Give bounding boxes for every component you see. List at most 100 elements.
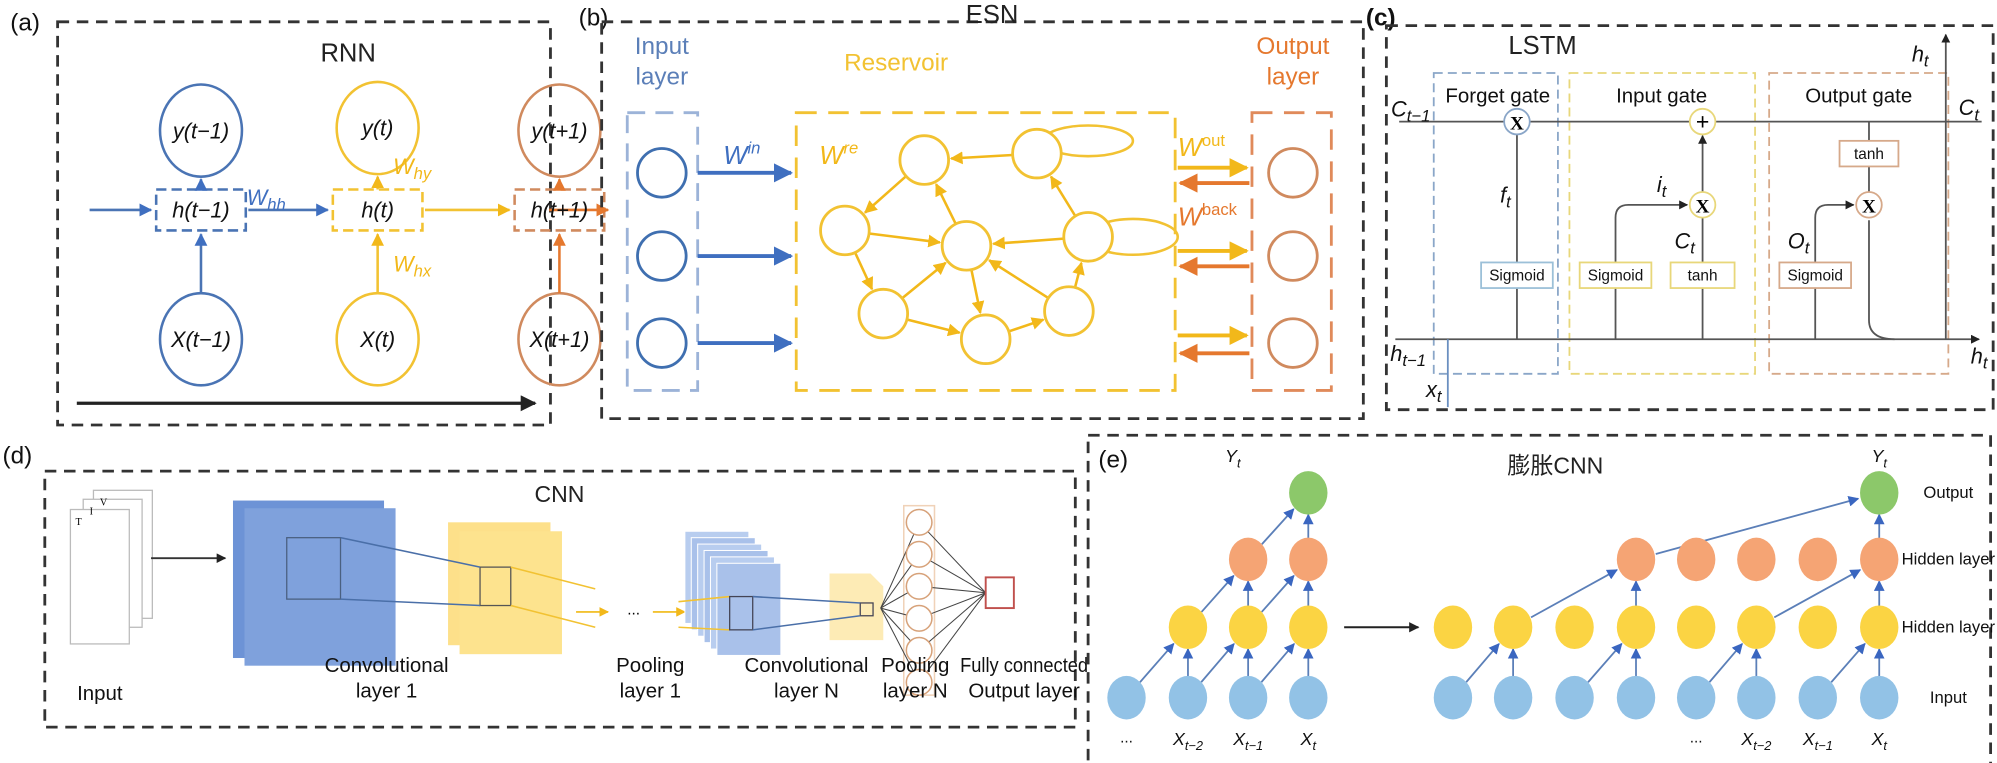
page-label: T <box>76 517 83 528</box>
multiply-op <box>1688 191 1717 219</box>
weight-wback: Wback <box>1178 200 1238 231</box>
input-label: X(t) <box>359 327 395 352</box>
input-node <box>1860 675 1899 720</box>
panel-frame <box>1086 433 1993 763</box>
dilated-network <box>1107 471 1899 720</box>
output-node <box>335 80 420 176</box>
forget-gate-box <box>1432 72 1559 375</box>
input-gate-label: Input gate <box>1616 84 1707 107</box>
input-node <box>1289 675 1328 720</box>
sigmoid-box <box>1778 261 1852 289</box>
convN-maps <box>678 530 782 656</box>
hidden1-node <box>1676 605 1716 650</box>
output-neuron <box>1267 317 1319 369</box>
hidden2-node <box>1228 537 1268 582</box>
projection-line <box>678 595 730 603</box>
panel-frame <box>56 20 552 427</box>
o-t-label: Ot <box>1788 228 1811 257</box>
reservoir-neuron <box>898 134 950 186</box>
fc-connection <box>918 521 987 594</box>
reservoir-edge <box>1008 317 1045 333</box>
reservoir-edge <box>949 151 1013 165</box>
input-neuron <box>636 317 688 369</box>
reservoir-edge <box>988 259 1050 300</box>
multiply-symbol: X <box>1862 197 1876 218</box>
weight-wre: Wre <box>819 139 858 170</box>
fc-neuron <box>905 668 933 696</box>
reservoir-edge <box>868 232 942 248</box>
tanh-box <box>1838 139 1900 168</box>
reservoir-edge <box>864 175 907 214</box>
hidden1-node <box>1168 605 1208 650</box>
input-label: X(t−1) <box>170 327 231 352</box>
reservoir-edge <box>1049 175 1077 217</box>
panel-tag-e: (e) <box>1098 446 1128 473</box>
projection-line <box>678 626 730 631</box>
c-t-label: Ct <box>1959 95 1981 124</box>
reservoir-graph <box>819 124 1179 365</box>
hidden2-node <box>1289 537 1328 582</box>
f-t-label: ft <box>1500 182 1512 211</box>
reservoir-neuron <box>940 220 993 272</box>
panel-title: RNN <box>320 39 375 67</box>
output-label: y(t+1) <box>529 118 587 143</box>
tanh-label: tanh <box>1854 146 1884 163</box>
hidden2-node <box>1676 537 1716 582</box>
input-node <box>1555 675 1594 720</box>
panel-tag-b: (b) <box>579 5 609 32</box>
hidden1-node <box>1228 605 1268 650</box>
output-layer-box <box>1250 111 1333 392</box>
input-node <box>1737 675 1776 720</box>
fc-neuron <box>905 636 933 664</box>
hidden1-node <box>1289 605 1328 650</box>
fully-connected-layer <box>880 508 987 696</box>
connection <box>1773 569 1862 619</box>
connection <box>1260 643 1295 683</box>
reservoir-neuron <box>857 287 910 340</box>
hidden-node <box>331 188 424 232</box>
panel-lstm: (c) LSTM Forget gate Input gate Output g… <box>1366 5 1995 412</box>
reservoir-neuron <box>1011 127 1063 180</box>
timestep-label: Xt <box>1300 729 1317 753</box>
input-label: Input <box>77 682 123 705</box>
output-gate-label: Output gate <box>1805 84 1912 107</box>
connection <box>1587 642 1623 683</box>
h-t-label: ht <box>1971 344 1989 373</box>
hidden-node <box>154 188 248 232</box>
fc-connection <box>880 522 920 609</box>
sigmoid-label: Sigmoid <box>1787 267 1843 284</box>
fc-label: Fully connected <box>960 654 1088 677</box>
reservoir-label: Reservoir <box>844 49 948 76</box>
output-neuron <box>1267 230 1319 282</box>
output-node <box>1860 471 1899 515</box>
hidden2-node <box>1798 537 1837 582</box>
fc-neuron <box>905 604 933 632</box>
input-layer-box <box>625 111 700 392</box>
reservoir-edge <box>992 236 1064 250</box>
input-node <box>1798 675 1837 720</box>
pool-window <box>479 566 512 607</box>
h-prev-label: ht−1 <box>1390 341 1426 370</box>
ellipsis: ... <box>627 601 640 618</box>
connection <box>1465 643 1500 683</box>
panel-title: ESN <box>966 1 1019 29</box>
input-neuron <box>636 147 688 199</box>
input-node <box>1107 675 1146 720</box>
layer-label: Hidden layer <box>1902 617 1996 636</box>
input-node <box>1616 675 1656 720</box>
hidden1-node <box>1493 605 1533 650</box>
yt-label: Yt <box>1225 446 1241 470</box>
output-gate-box <box>1768 72 1950 375</box>
multiply-symbol: X <box>1696 197 1710 218</box>
input-label: X(t+1) <box>528 327 589 352</box>
sigmoid-box <box>1480 261 1554 289</box>
timestep-label: Xt−1 <box>1232 729 1263 753</box>
hidden2-node <box>1616 537 1656 582</box>
reservoir-neuron <box>819 204 871 257</box>
hidden-label: h(t) <box>361 198 394 223</box>
ct-tilde-label: Ct <box>1674 228 1696 257</box>
